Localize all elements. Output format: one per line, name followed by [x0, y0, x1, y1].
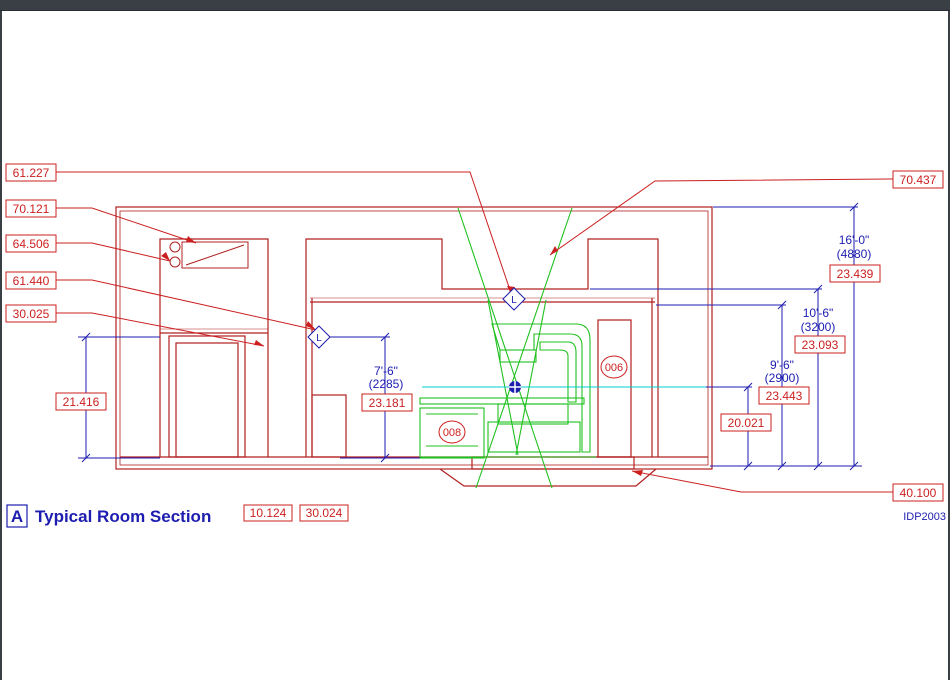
dimension-10ft6: 10'-6" [803, 306, 834, 320]
callout-23443[interactable]: 23.443 [758, 386, 810, 405]
left-room-outline [159, 238, 269, 457]
leader-arrowheads [161, 236, 643, 476]
callout-70437[interactable]: 70.437 [892, 170, 944, 189]
collimator [499, 349, 537, 363]
callout-70121[interactable]: 70.121 [5, 199, 57, 218]
window-top-bar [0, 0, 950, 11]
callout-40100[interactable]: 40.100 [892, 483, 944, 502]
level-marker-1: L [502, 287, 526, 311]
callout-label: 23.439 [837, 267, 874, 281]
couch-top [419, 397, 585, 405]
title-ref-1[interactable]: 10.124 [243, 504, 293, 522]
equipment-code-008: 008 [443, 427, 461, 439]
equipment-tag-008: 008 [438, 420, 466, 444]
drawing-title: Typical Room Section [35, 507, 211, 526]
callout-label: 40.100 [900, 486, 937, 500]
level-marker-1-label: L [511, 295, 517, 306]
callout-20021[interactable]: 20.021 [720, 413, 772, 432]
cabinet-left [311, 394, 347, 458]
outer-shell-inner [119, 210, 709, 466]
beam-line-2 [475, 207, 573, 489]
callout-label: 21.416 [63, 395, 100, 409]
light-fixture [169, 241, 249, 269]
dimension-3200mm: (3200) [801, 320, 836, 334]
dimension-2900mm: (2900) [765, 371, 800, 385]
floor-pit [439, 468, 657, 487]
dimension-7ft6: 7'-6" [374, 364, 398, 378]
callout-label: 61.440 [13, 274, 50, 288]
callout-61440[interactable]: 61.440 [5, 271, 57, 290]
callout-64506[interactable]: 64.506 [5, 234, 57, 253]
dimension-2285mm: (2285) [369, 377, 404, 391]
title-ref-label: 10.124 [250, 506, 287, 520]
floor-pit-plate [471, 456, 635, 470]
callout-label: 20.021 [728, 416, 765, 430]
dimension-lines [78, 202, 862, 471]
door-frame [168, 335, 246, 458]
callout-label: 23.181 [369, 396, 406, 410]
dimension-9ft6: 9'-6" [770, 358, 794, 372]
callout-21416[interactable]: 21.416 [55, 392, 107, 411]
callout-label: 23.443 [766, 389, 803, 403]
right-room-outline [305, 238, 659, 457]
beam-line-1 [457, 207, 553, 489]
level-marker-2: L [307, 325, 331, 349]
door-leaf [175, 342, 239, 458]
title-ref-2[interactable]: 30.024 [299, 504, 349, 522]
dimension-16ft: 16'-0" [839, 233, 870, 247]
callout-23181[interactable]: 23.181 [361, 393, 413, 412]
dimension-4880mm: (4880) [837, 247, 872, 261]
cabinet-right [597, 319, 632, 458]
building-structure [115, 206, 713, 487]
title-block: A Typical Room Section 10.124 30.024 IDP… [6, 504, 946, 528]
section-letter-box [6, 504, 28, 528]
callout-label: 70.437 [900, 173, 937, 187]
equipment-code-006: 006 [605, 362, 623, 374]
section-letter: A [11, 507, 23, 526]
couch-pedestal [497, 403, 569, 425]
callout-label: 70.121 [13, 202, 50, 216]
drawing-id: IDP2003 [903, 511, 946, 523]
couch-base [487, 421, 581, 453]
gantry-head [491, 323, 591, 453]
leader-lines [56, 171, 894, 493]
callout-label: 61.227 [13, 166, 50, 180]
callout-23093[interactable]: 23.093 [794, 335, 846, 354]
callout-label: 64.506 [13, 237, 50, 251]
title-ref-label: 30.024 [306, 506, 343, 520]
patient-support [419, 407, 485, 459]
linear-accelerator [419, 207, 596, 489]
beam-line-4 [515, 299, 547, 456]
callout-23439[interactable]: 23.439 [829, 264, 881, 283]
level-marker-2-label: L [316, 333, 322, 344]
callout-30025[interactable]: 30.025 [5, 304, 57, 323]
callout-label: 30.025 [13, 307, 50, 321]
equipment-tag-006: 006 [600, 355, 628, 379]
isocenter-marker [509, 381, 521, 393]
callout-label: 23.093 [802, 338, 839, 352]
callout-61227[interactable]: 61.227 [5, 163, 57, 182]
gantry-arm [539, 341, 577, 403]
outer-shell [115, 206, 713, 470]
